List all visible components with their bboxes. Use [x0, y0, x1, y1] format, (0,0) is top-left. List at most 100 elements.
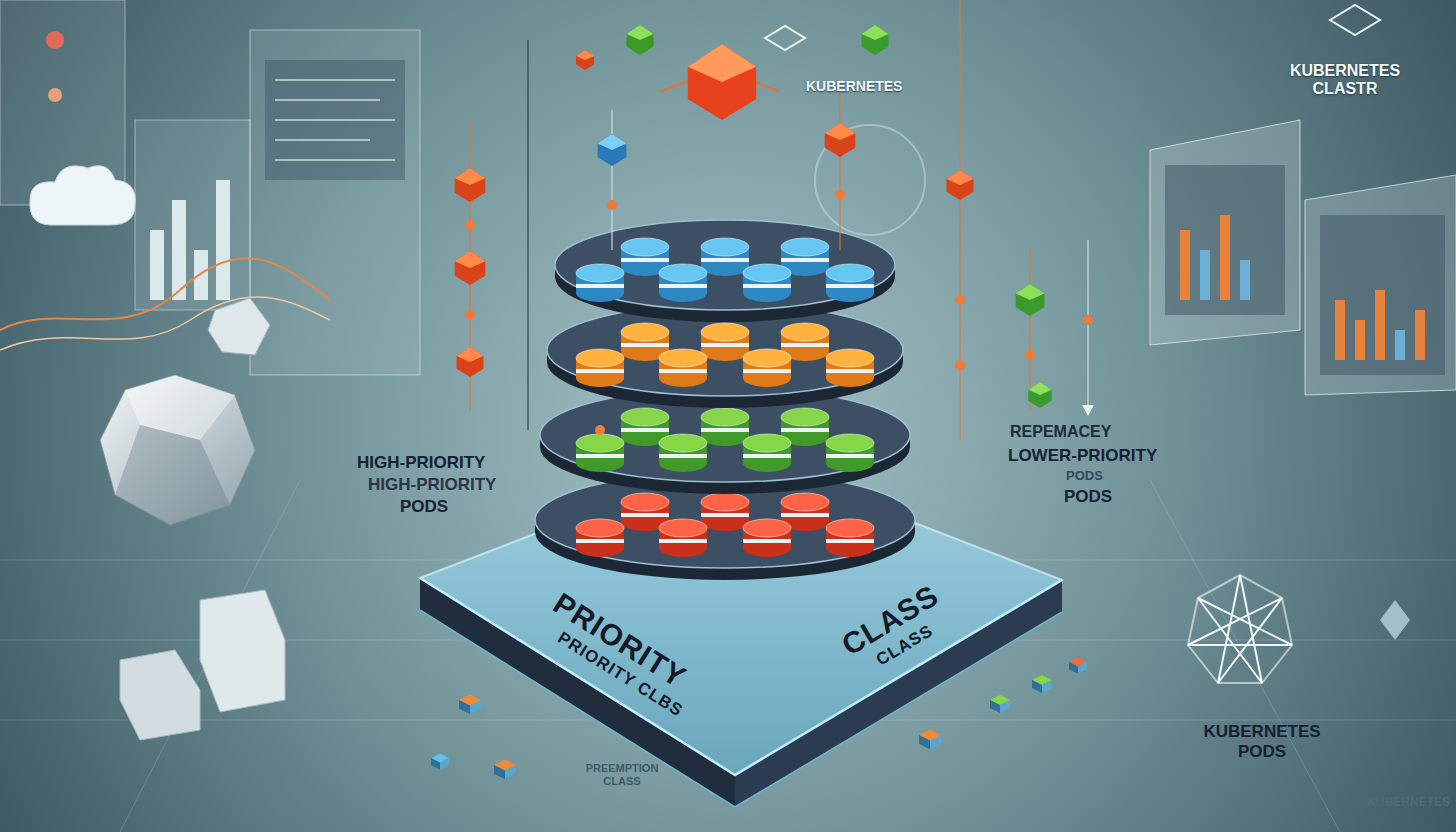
gem: [825, 123, 856, 157]
rack-bar: [1355, 320, 1365, 360]
gem-facet: [862, 25, 889, 40]
grid-line: [1150, 480, 1340, 832]
panel-line: [275, 79, 395, 81]
cube-side: [505, 765, 516, 779]
small-diamond: [1380, 600, 1410, 640]
rack-bar: [1335, 300, 1345, 360]
cube-side: [919, 735, 930, 749]
label: REPEMACEY: [1010, 423, 1111, 441]
panel: [135, 120, 250, 310]
pod-top: [743, 349, 791, 367]
pod-top: [826, 434, 874, 452]
rack-bar: [1240, 260, 1250, 300]
gem: [576, 50, 594, 70]
dot: [1025, 350, 1035, 360]
gem-facet: [1028, 382, 1051, 395]
pod-stripe: [826, 454, 874, 458]
label: KUBERNETES: [1367, 796, 1450, 810]
gem: [947, 170, 974, 200]
panel-line: [275, 99, 380, 101]
server-rack: [1305, 175, 1456, 395]
pod-stripe: [659, 454, 707, 458]
rack-bar: [1200, 250, 1210, 300]
pod-stripe: [621, 258, 669, 262]
left-figures: [100, 375, 285, 740]
pod-top: [701, 323, 749, 341]
panel-line: [275, 159, 395, 161]
gem-facet: [688, 44, 756, 82]
gem: [455, 168, 486, 202]
pod-top: [576, 434, 624, 452]
wire: [839, 90, 840, 250]
gem-facet: [455, 168, 486, 185]
panel-icon: [48, 88, 62, 102]
pod-top: [826, 349, 874, 367]
pod-stripe: [576, 539, 624, 543]
dot: [955, 360, 965, 370]
platform-edge: [420, 578, 1062, 775]
panel-icon: [46, 31, 64, 49]
rack-bar: [1180, 230, 1190, 300]
label: KUBERNETES: [806, 78, 902, 94]
dot: [607, 200, 617, 210]
rack-screen: [1320, 215, 1445, 375]
pod-stripe: [576, 284, 624, 288]
gem-facet: [1016, 284, 1045, 300]
rack-screen: [1165, 165, 1285, 315]
pod-top: [701, 238, 749, 256]
wire: [959, 0, 960, 440]
left-panels: [0, 0, 420, 375]
pod-top: [743, 434, 791, 452]
label: LOWER-PRIORITY: [1008, 446, 1157, 466]
gem-facet: [825, 123, 856, 140]
label: HIGH-PRIORITY: [357, 453, 485, 473]
chart-bar: [194, 250, 208, 300]
pod-stripe: [576, 369, 624, 373]
pod-stripe: [743, 539, 791, 543]
cube-side: [494, 765, 505, 779]
gem: [1028, 382, 1051, 408]
rack-bar: [1395, 330, 1405, 360]
rack-bar: [1415, 310, 1425, 360]
wire: [527, 40, 528, 430]
rack-bar: [1375, 290, 1385, 360]
cube: [200, 590, 285, 712]
dot: [465, 220, 475, 230]
cube-side: [459, 700, 470, 714]
pod-stripe: [659, 539, 707, 543]
pod-stripe: [621, 343, 669, 347]
polyhedron: [208, 298, 270, 355]
chart-curve: [0, 258, 330, 330]
chart-bar: [216, 180, 230, 300]
label: KUBERNETES CLASTR: [1290, 62, 1400, 99]
star-outline: [1188, 575, 1292, 683]
cube-side: [930, 735, 941, 749]
polyhedron-sphere: [100, 375, 255, 525]
cube-side: [1000, 700, 1010, 713]
gem: [862, 25, 889, 55]
cube-side: [470, 700, 481, 714]
pod-stripe: [781, 258, 829, 262]
pod-top: [621, 493, 669, 511]
cloud-icon: [30, 166, 136, 225]
gem: [627, 25, 654, 55]
gem: [455, 251, 486, 285]
cube-side: [431, 758, 440, 770]
pod-top: [621, 238, 669, 256]
pod-top: [743, 519, 791, 537]
arrow-head: [1082, 405, 1094, 416]
pod-stripe: [781, 513, 829, 517]
cube-side: [1042, 680, 1052, 693]
cube-side: [1032, 680, 1042, 693]
panel-screen: [265, 60, 405, 180]
cube-side: [990, 700, 1000, 713]
pod-top: [826, 264, 874, 282]
pod-stripe: [701, 343, 749, 347]
pod-stripe: [701, 513, 749, 517]
label: PODS: [1066, 469, 1103, 484]
pod-stripe: [701, 258, 749, 262]
pod-top: [781, 408, 829, 426]
pod-stripe: [743, 454, 791, 458]
panel-line: [275, 139, 370, 141]
